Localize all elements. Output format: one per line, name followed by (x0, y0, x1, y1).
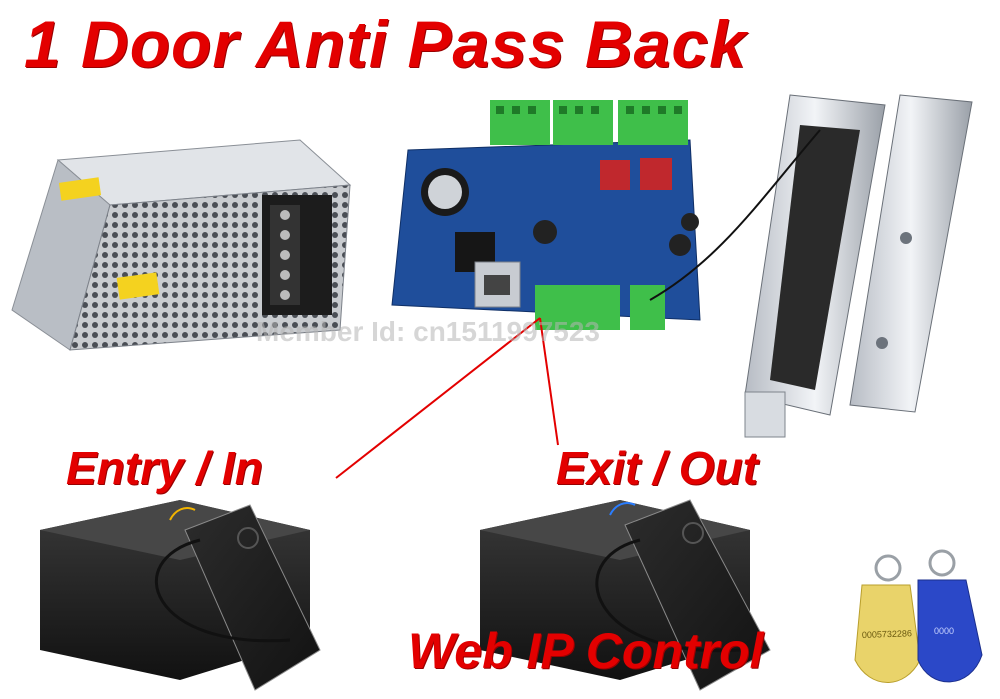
entry-label: Entry / In (66, 442, 263, 494)
exit-label: Exit / Out (556, 442, 758, 494)
blue-tag-text: 0000 (934, 626, 954, 636)
page-title: 1 Door Anti Pass Back (24, 7, 747, 81)
entry-reader-image (40, 500, 321, 691)
power-supply-image (11, 139, 352, 351)
controller-board-image (391, 100, 701, 330)
exit-connector-line (539, 317, 559, 446)
rfid-key-tags-image: 0005732286 0000 (854, 549, 983, 683)
yellow-tag-text: 0005732286 (862, 628, 912, 640)
watermark-text: Member Id: cn1511997523 (256, 316, 600, 347)
entry-connector-line (335, 317, 541, 479)
web-control-label: Web IP Control (408, 623, 764, 679)
magnetic-lock-image (649, 94, 973, 438)
exit-reader-image (480, 499, 771, 691)
